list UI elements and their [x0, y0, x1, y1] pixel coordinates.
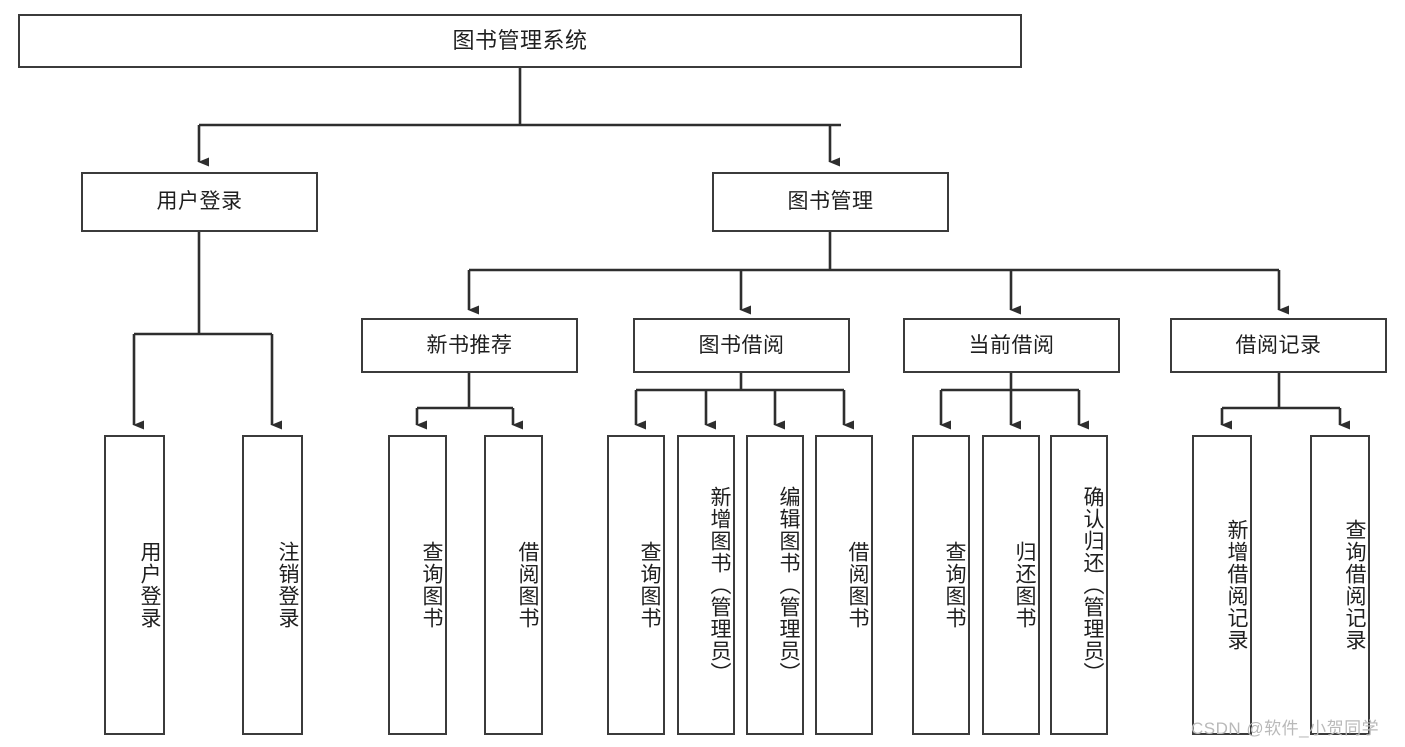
node-borrow-record[interactable]: 借阅记录: [1170, 318, 1387, 373]
csdn-watermark: CSDN @软件_小贺同学: [1191, 719, 1380, 738]
leaf-book-borrow-query[interactable]: 查询图书: [607, 435, 665, 735]
leaf-user-login-logout[interactable]: 注销登录: [242, 435, 303, 735]
node-current-borrow[interactable]: 当前借阅: [903, 318, 1120, 373]
leaf-current-borrow-confirm-admin[interactable]: 确认归还（管理员）: [1050, 435, 1108, 735]
node-root-system[interactable]: 图书管理系统: [18, 14, 1022, 68]
leaf-book-borrow-edit-admin[interactable]: 编辑图书（管理员）: [746, 435, 804, 735]
leaf-book-borrow-borrow[interactable]: 借阅图书: [815, 435, 873, 735]
leaf-new-book-borrow[interactable]: 借阅图书: [484, 435, 543, 735]
leaf-borrow-record-query[interactable]: 查询借阅记录: [1310, 435, 1370, 735]
leaf-book-borrow-add-admin[interactable]: 新增图书（管理员）: [677, 435, 735, 735]
leaf-current-borrow-query[interactable]: 查询图书: [912, 435, 970, 735]
node-book-borrow[interactable]: 图书借阅: [633, 318, 850, 373]
leaf-borrow-record-add[interactable]: 新增借阅记录: [1192, 435, 1252, 735]
node-user-login[interactable]: 用户登录: [81, 172, 318, 232]
leaf-user-login-login[interactable]: 用户登录: [104, 435, 165, 735]
leaf-new-book-query[interactable]: 查询图书: [388, 435, 447, 735]
leaf-current-borrow-return[interactable]: 归还图书: [982, 435, 1040, 735]
node-new-book-recommend[interactable]: 新书推荐: [361, 318, 578, 373]
node-book-management[interactable]: 图书管理: [712, 172, 949, 232]
